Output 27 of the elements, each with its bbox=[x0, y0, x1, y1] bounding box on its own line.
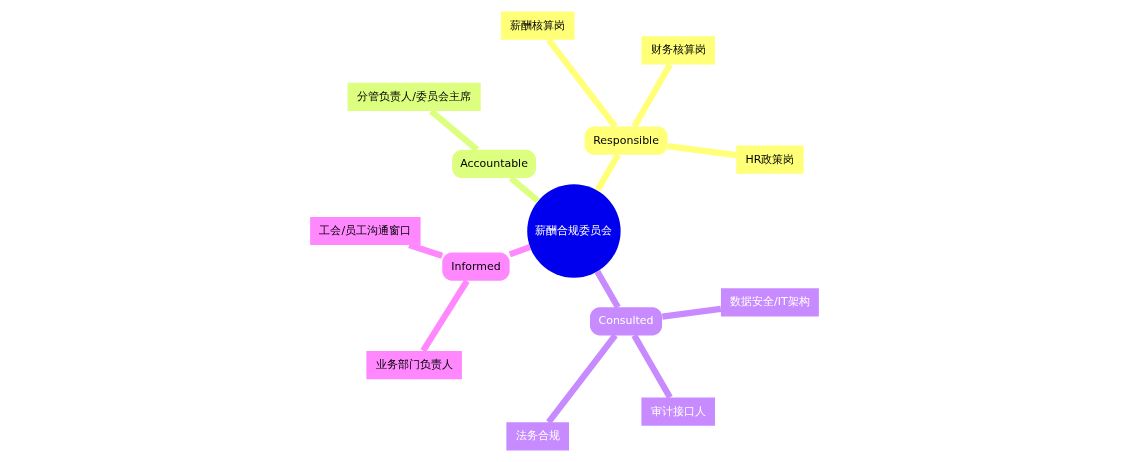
node-box: Responsible bbox=[584, 126, 668, 155]
node-box: Accountable bbox=[451, 149, 536, 179]
node-box: Consulted bbox=[589, 307, 662, 336]
node-box: 数据安全/IT架构 bbox=[720, 288, 819, 317]
connector bbox=[407, 242, 443, 259]
connector bbox=[631, 63, 673, 129]
connector bbox=[545, 37, 618, 129]
connector bbox=[420, 279, 470, 353]
node-box: 工会/员工沟通窗口 bbox=[309, 216, 421, 246]
connector bbox=[661, 305, 721, 320]
connector bbox=[594, 153, 621, 192]
node-box: 业务部门负责人 bbox=[365, 350, 462, 380]
node-box: 财务核算岗 bbox=[640, 36, 715, 65]
connector bbox=[631, 333, 673, 399]
node-box: Informed bbox=[441, 252, 510, 281]
connector bbox=[508, 175, 540, 204]
node-box: HR政策岗 bbox=[735, 145, 804, 174]
node-box: 薪酬核算岗 bbox=[500, 11, 574, 40]
connector bbox=[666, 143, 737, 159]
connector bbox=[508, 244, 531, 258]
node-box: 分管负责人/委员会主席 bbox=[347, 82, 481, 112]
connector bbox=[594, 270, 621, 309]
node-box: 法务合规 bbox=[505, 422, 569, 451]
node-box: 审计接口人 bbox=[640, 397, 715, 426]
node-circle: 薪酬合规委员会 bbox=[526, 184, 621, 278]
connector bbox=[545, 333, 618, 425]
connector bbox=[428, 108, 479, 153]
